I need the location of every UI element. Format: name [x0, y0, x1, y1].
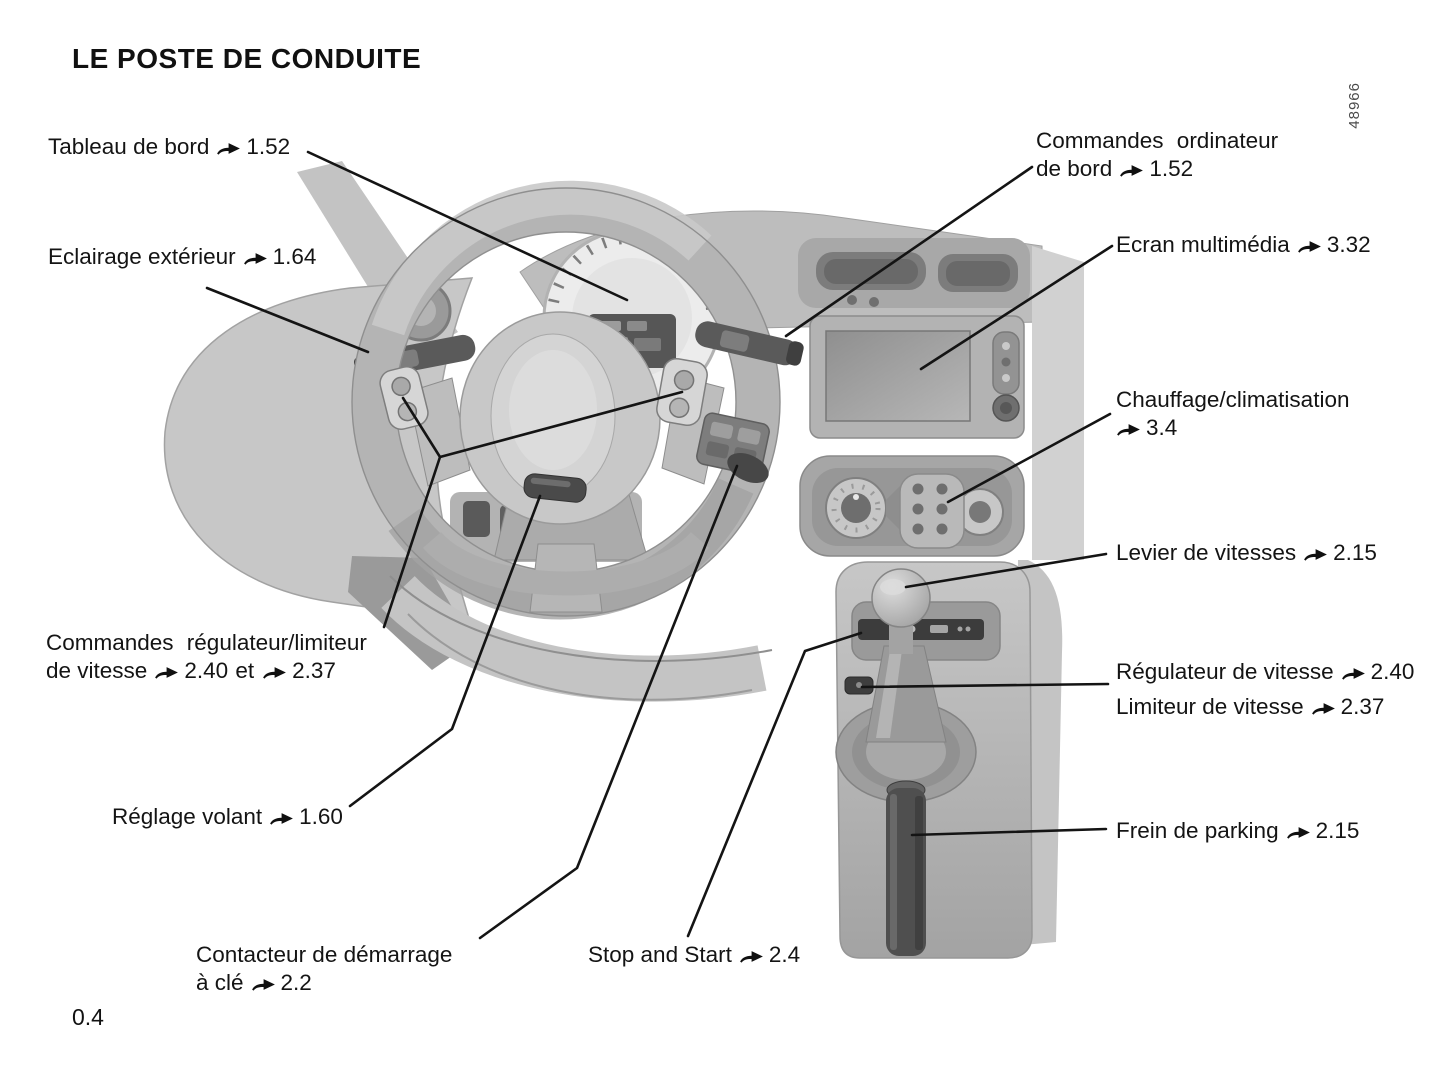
leader-lines: [205, 150, 1114, 940]
leader-line: [919, 244, 1114, 371]
goto-arrow-icon: [263, 667, 287, 679]
leader-line: [686, 631, 863, 938]
goto-arrow-icon: [1117, 424, 1140, 436]
stop-start-strip: [858, 619, 984, 640]
figure-number: 48966: [1346, 82, 1363, 129]
dash-right-edge: [1032, 246, 1084, 560]
callout-reglage-volant: Réglage volant 1.60: [112, 803, 343, 831]
goto-arrow-icon: [1311, 703, 1335, 715]
callout-label: Levier de vitesses: [1116, 540, 1297, 565]
page-ref: 1.60: [299, 804, 343, 829]
leader-line: [478, 464, 739, 940]
page-ref: 2.37: [292, 658, 336, 683]
callout-label: Contacteur de démarrage: [196, 942, 453, 967]
leader-line: [438, 390, 684, 459]
page-title: LE POSTE DE CONDUITE: [72, 42, 422, 74]
wiper-stalk: [695, 321, 804, 366]
page-ref: 3.32: [1326, 232, 1371, 257]
leader-line: [904, 552, 1108, 589]
callout-label: Réglage volant: [112, 804, 263, 829]
callout-label: Frein de parking: [1116, 818, 1279, 843]
callout-label: Ecran multimédia: [1116, 232, 1290, 257]
page-ref: 1.52: [1149, 156, 1194, 181]
callout-label: Eclairage extérieur: [48, 244, 236, 269]
leader-line: [784, 165, 1034, 338]
leader-line: [348, 494, 542, 808]
center-console: [835, 560, 1063, 959]
goto-arrow-icon: [251, 979, 275, 991]
goto-arrow-icon: [1304, 549, 1327, 561]
goto-arrow-icon: [270, 813, 293, 825]
multimedia-screen: [825, 330, 971, 422]
callout-chauffage-climatisation: Chauffage/climatisation 3.4: [1116, 386, 1349, 442]
goto-arrow-icon: [1286, 827, 1310, 839]
callout-label: Chauffage/climatisation: [1116, 387, 1350, 412]
leader-line: [205, 286, 370, 354]
callout-label: Régulateur de vitesse: [1116, 659, 1334, 684]
leader-line: [946, 412, 1112, 504]
callout-stop-and-start: Stop and Start 2.4: [588, 941, 800, 969]
callout-eclairage-exterieur: Eclairage extérieur 1.64: [48, 243, 316, 271]
callout-levier-vitesses: Levier de vitesses 2.15: [1116, 539, 1377, 567]
callout-limiteur-vitesse: Limiteur de vitesse 2.37: [1116, 693, 1384, 721]
callout-regulateur-vitesse: Régulateur de vitesse 2.40: [1116, 658, 1414, 686]
page-ref: 2.40: [184, 658, 229, 683]
goto-arrow-icon: [739, 951, 763, 963]
page-ref: 2.15: [1333, 540, 1377, 565]
page-ref: 1.52: [246, 134, 291, 159]
leader-line: [306, 150, 629, 302]
page-ref: 2.37: [1340, 694, 1385, 719]
callout-label: Commandes ordinateur: [1036, 128, 1279, 153]
page-number: 0.4: [72, 1004, 104, 1030]
goto-arrow-icon: [243, 253, 267, 265]
page-ref: 2.40: [1370, 659, 1415, 684]
callout-label-line2: 3.4: [1116, 414, 1349, 442]
callout-label: Tableau de bord: [48, 134, 210, 159]
callout-ecran-multimedia: Ecran multimédia 3.32: [1116, 231, 1371, 259]
goto-arrow-icon: [1120, 165, 1144, 177]
goto-arrow-icon: [155, 667, 179, 679]
page-ref: 2.4: [768, 942, 801, 967]
callout-label: Stop and Start: [588, 942, 732, 967]
callout-frein-parking: Frein de parking 2.15: [1116, 817, 1359, 845]
callout-label: Limiteur de vitesse: [1116, 694, 1304, 719]
goto-arrow-icon: [1341, 668, 1365, 680]
callout-tableau-de-bord: Tableau de bord 1.52: [48, 133, 290, 161]
page-ref: 2.15: [1315, 818, 1360, 843]
gear-knob: [871, 568, 931, 628]
callout-label: Commandes régulateur/limiteur: [46, 630, 367, 655]
goto-arrow-icon: [1297, 241, 1321, 253]
page-ref: 3.4: [1146, 415, 1178, 440]
page-ref: 2.2: [280, 970, 312, 995]
lower-dash-trim: [381, 575, 767, 702]
page-ref: 1.64: [272, 244, 317, 269]
leader-line: [910, 827, 1108, 837]
ignition-key: [727, 452, 769, 484]
climate-button-pod: [899, 473, 965, 549]
leader-line: [860, 682, 1110, 689]
center-stack: [798, 238, 1030, 557]
callout-commandes-regulateur: Commandes régulateur/limiteur de vitesse…: [46, 629, 367, 685]
goto-arrow-icon: [217, 143, 241, 155]
